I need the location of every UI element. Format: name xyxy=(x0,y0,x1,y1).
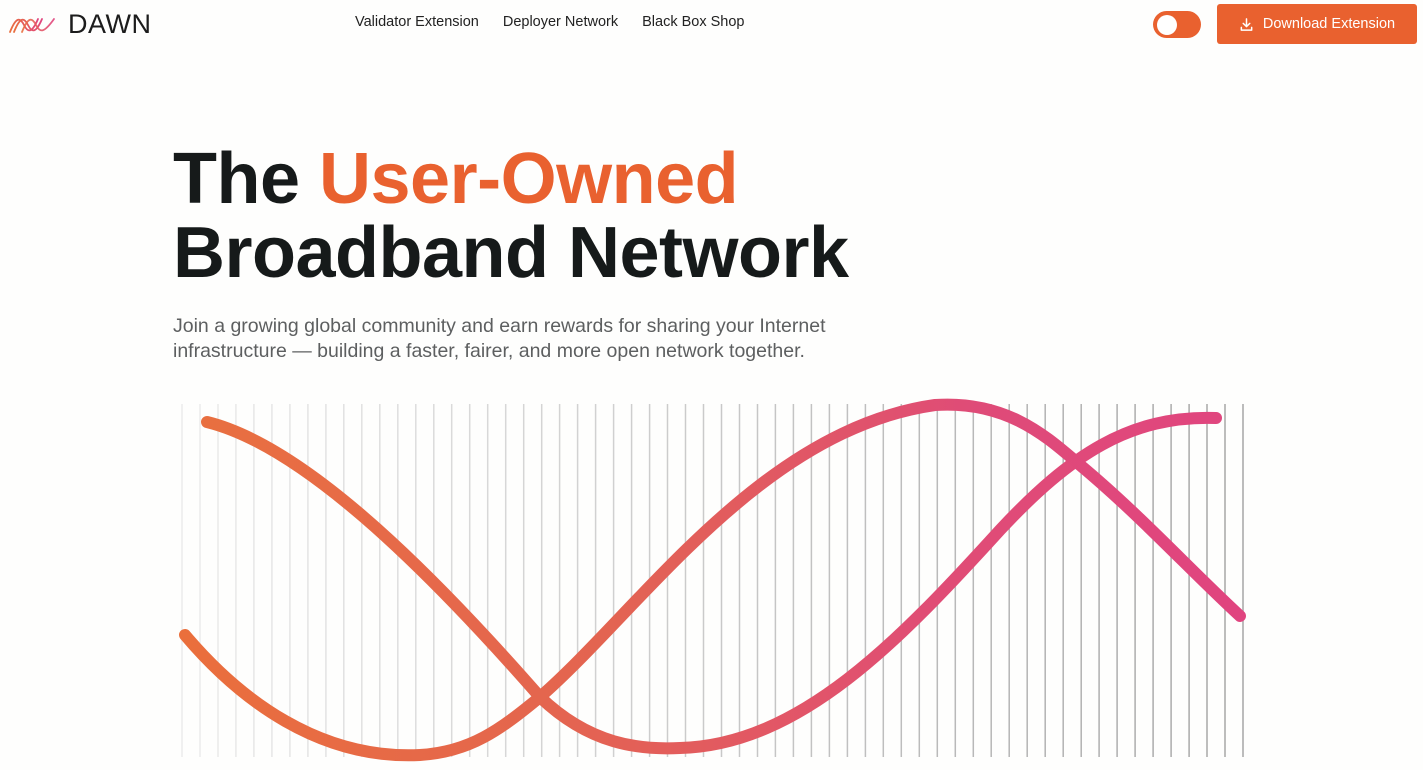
wave-tube-b xyxy=(179,398,1246,762)
main-nav: Validator Extension Deployer Network Bla… xyxy=(355,14,744,30)
download-icon xyxy=(1240,17,1253,31)
brand-logo[interactable]: DAWN xyxy=(8,8,152,40)
wave-graphic xyxy=(179,398,1246,762)
wave-tube-a xyxy=(201,411,1222,755)
title-line2: Broadband Network xyxy=(173,213,849,293)
download-extension-button[interactable]: Download Extension xyxy=(1217,4,1417,44)
title-prefix: The xyxy=(173,139,320,219)
top-navbar: DAWN Validator Extension Deployer Networ… xyxy=(0,0,1423,48)
download-button-label: Download Extension xyxy=(1262,16,1396,32)
hero-title: The User-Owned Broadband Network xyxy=(173,142,849,290)
theme-toggle[interactable] xyxy=(1153,11,1201,38)
hero-heading: The User-Owned Broadband Network xyxy=(173,142,849,290)
vertical-grid-lines xyxy=(181,404,1244,757)
hero-subtitle: Join a growing global community and earn… xyxy=(173,315,826,362)
dawn-wave-logo-icon xyxy=(9,18,55,33)
brand-name: DAWN xyxy=(68,8,152,39)
nav-validator-extension[interactable]: Validator Extension xyxy=(355,14,479,30)
toggle-knob xyxy=(1157,14,1177,35)
nav-deployer-network[interactable]: Deployer Network xyxy=(502,14,619,30)
wave-illustration xyxy=(0,390,1423,770)
nav-black-box-shop[interactable]: Black Box Shop xyxy=(642,14,745,30)
title-accent: User-Owned xyxy=(319,139,739,219)
